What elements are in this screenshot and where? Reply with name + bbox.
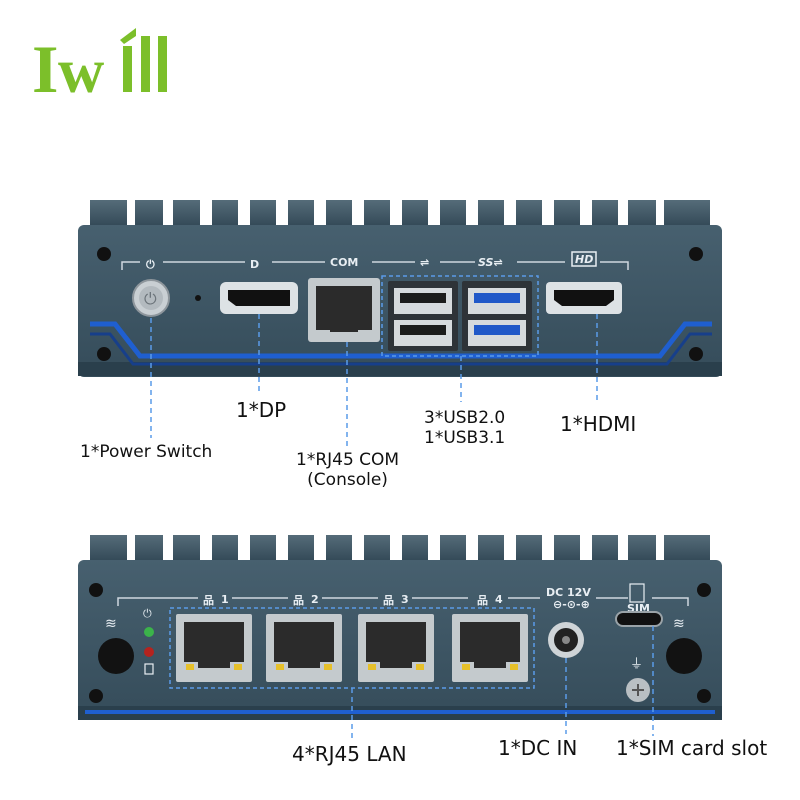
hdmi-callout: 1*HDMI <box>560 412 637 436</box>
lan-number-4: 4 <box>495 593 503 606</box>
svg-text:D: D <box>250 258 259 271</box>
svg-text:品: 品 <box>383 594 394 607</box>
iwill-logo: I w <box>32 28 167 102</box>
dc-in-callout: 1*DC IN <box>498 736 578 760</box>
svg-text:⏻: ⏻ <box>143 607 152 620</box>
usb-line2: 1*USB3.1 <box>424 428 506 448</box>
svg-text:w: w <box>58 35 104 102</box>
svg-text:SS⇌: SS⇌ <box>478 256 503 269</box>
svg-text:≋: ≋ <box>105 616 117 632</box>
svg-text:HD: HD <box>575 253 593 266</box>
com-label: COM <box>330 256 358 269</box>
usb-callout: 3*USB2.0 1*USB3.1 <box>424 408 505 448</box>
power-switch-callout: 1*Power Switch <box>80 442 213 462</box>
svg-text:⏻: ⏻ <box>146 258 155 271</box>
rj45-com-line1: 1*RJ45 COM <box>296 450 400 470</box>
lan-callout: 4*RJ45 LAN <box>292 742 407 766</box>
svg-text:品: 品 <box>293 594 304 607</box>
svg-text:⏚: ⏚ <box>630 657 643 672</box>
svg-text:≋: ≋ <box>673 616 685 632</box>
svg-text:⏻: ⏻ <box>144 289 157 308</box>
usb-line1: 3*USB2.0 <box>424 408 506 428</box>
rj45-com-line2: (Console) <box>307 470 388 490</box>
rj45-com-callout: 1*RJ45 COM (Console) <box>296 450 399 490</box>
sim-slot-callout: 1*SIM card slot <box>616 736 768 760</box>
svg-text:品: 品 <box>203 594 214 607</box>
lan-number-1: 1 <box>221 593 229 606</box>
dc-label: DC 12V <box>546 586 591 599</box>
svg-text:I: I <box>32 31 58 102</box>
lan-number-3: 3 <box>401 593 409 606</box>
rear-panel: ≋ ≋ ⏻ 品 1 品 2 品 3 品 4 DC 12V ⊖-⊙-⊕ SIM <box>78 535 722 738</box>
svg-text:⇌: ⇌ <box>420 256 429 269</box>
front-panel: ⏻ D COM ⇌ SS⇌ HD ⏻ <box>78 200 722 450</box>
dp-callout: 1*DP <box>236 398 287 422</box>
lan-number-2: 2 <box>311 593 319 606</box>
svg-text:品: 品 <box>477 594 488 607</box>
svg-text:⊖-⊙-⊕: ⊖-⊙-⊕ <box>553 598 590 611</box>
